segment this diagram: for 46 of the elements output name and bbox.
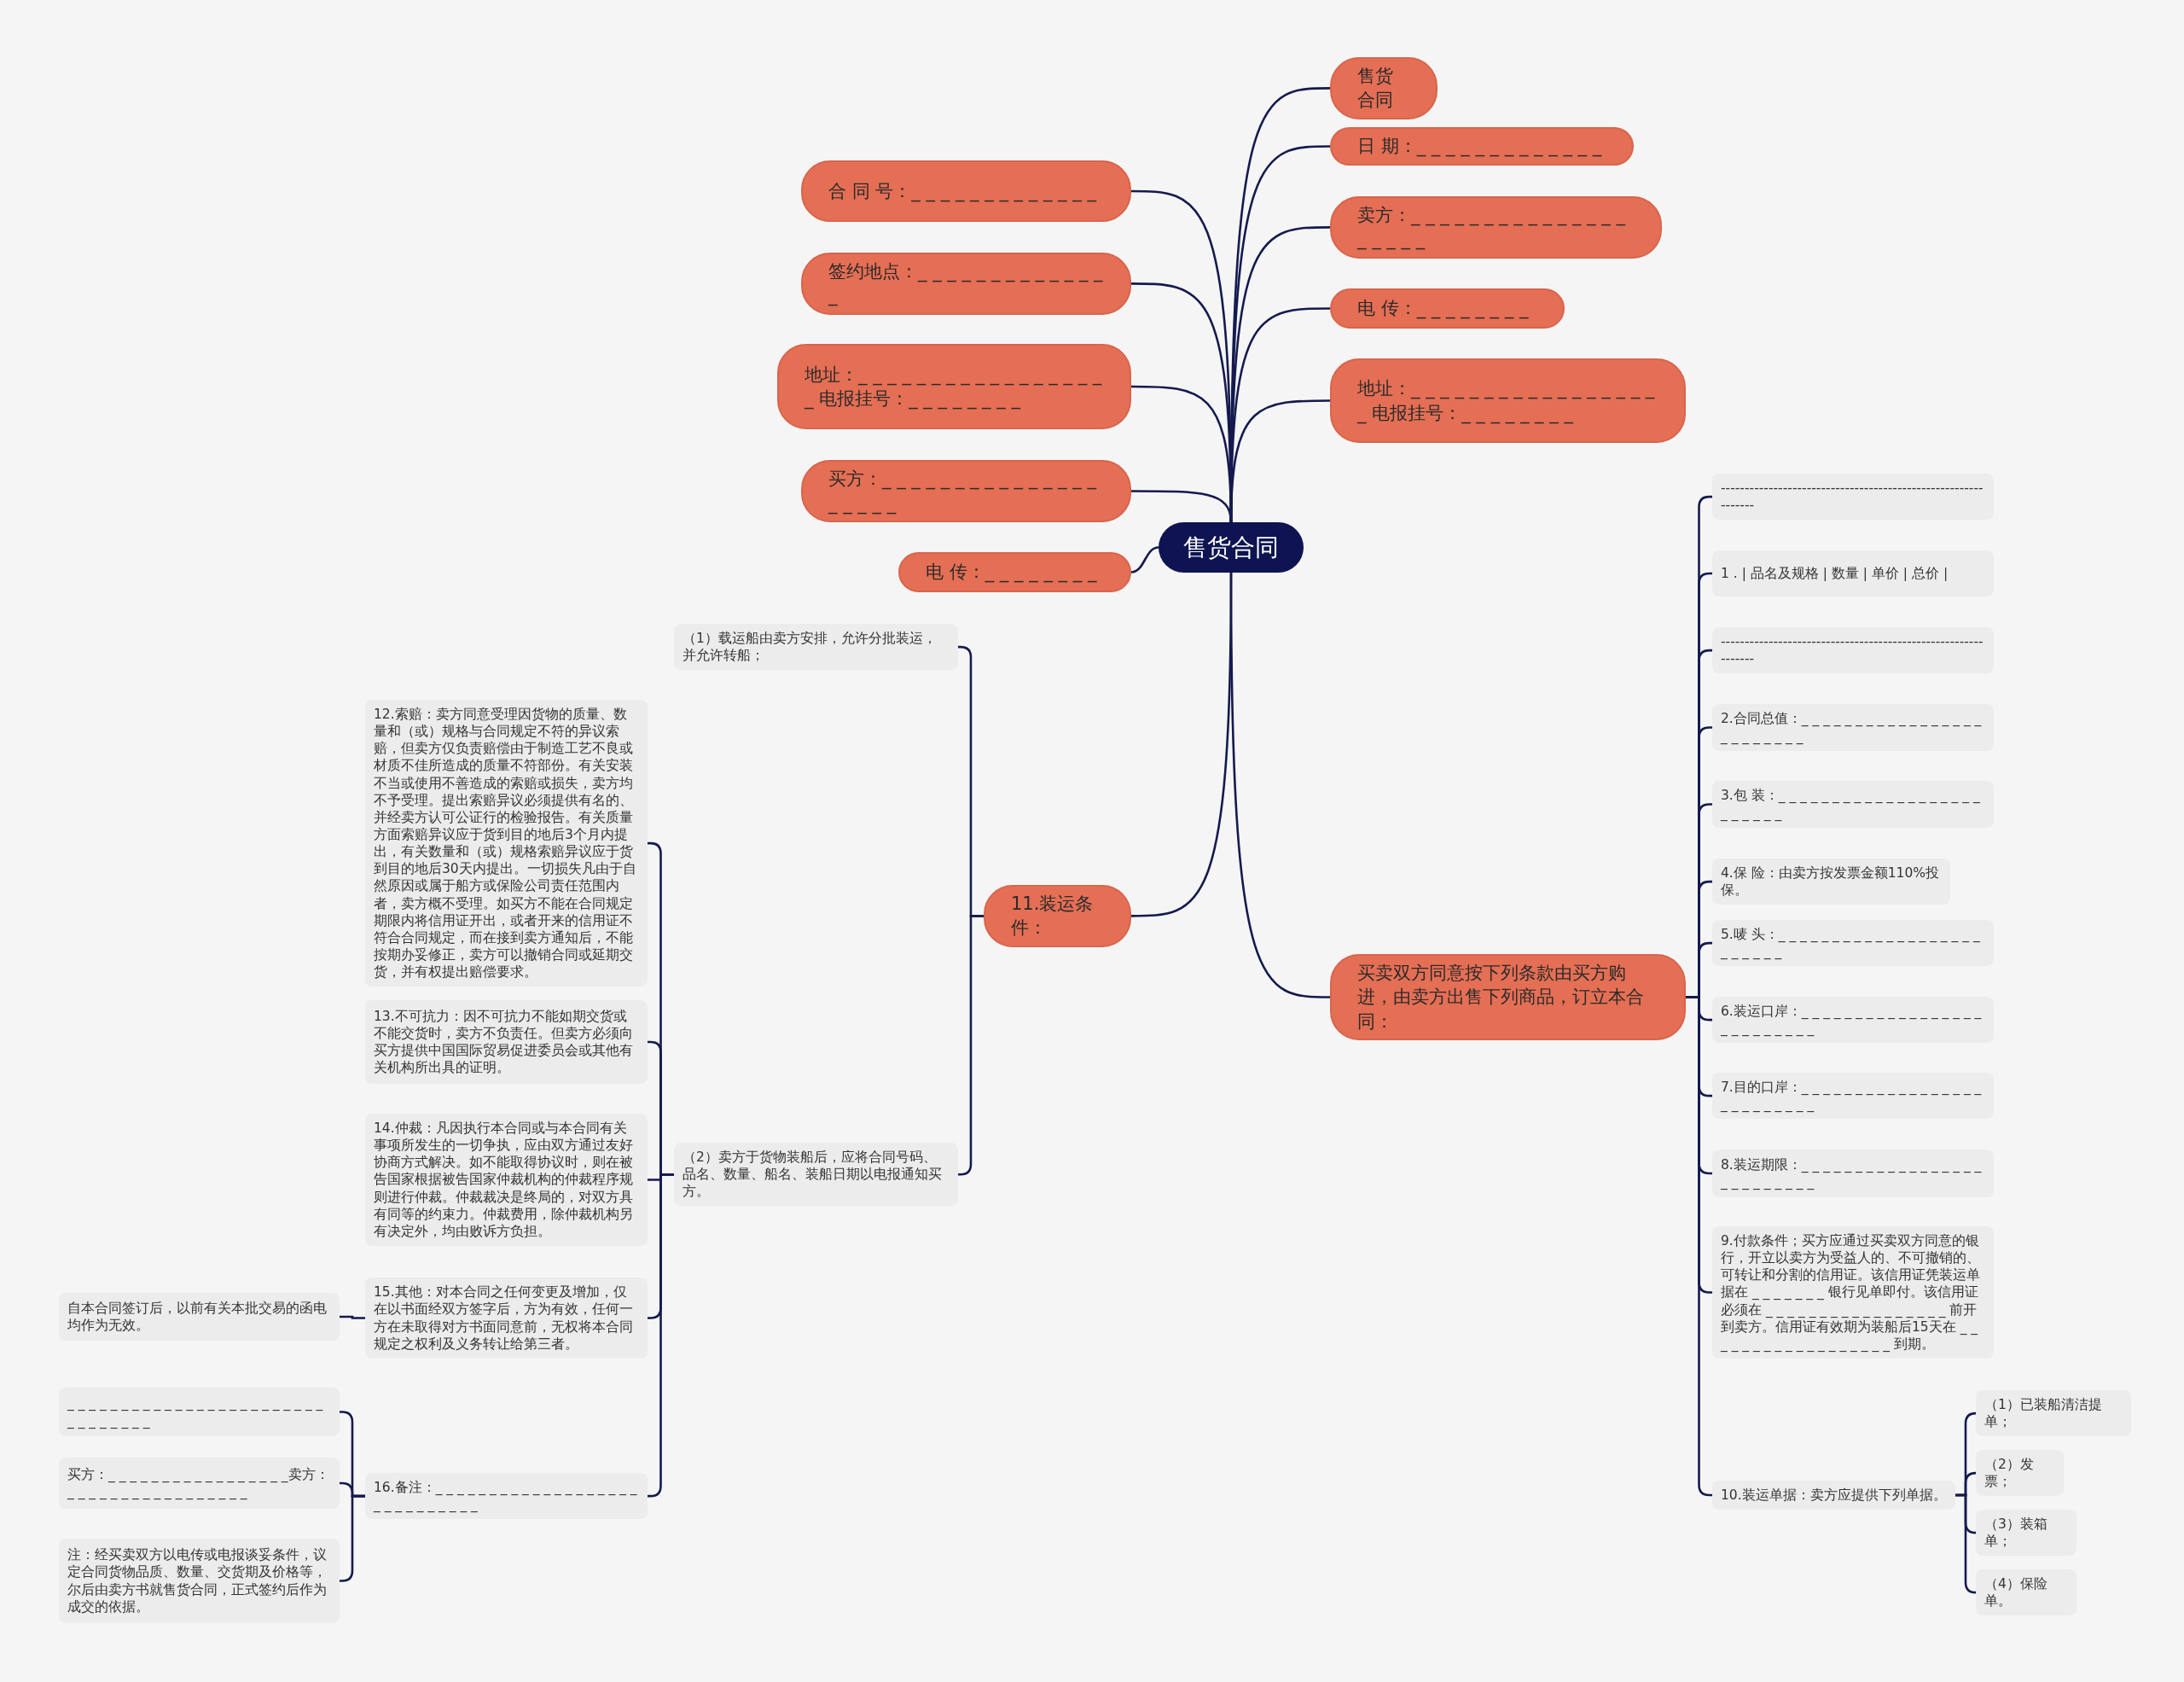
note-box: 9.付款条件；买方应通过买卖双方同意的银行，开立以卖方为受益人的、不可撤销的、可转让和分割的信用证。该信用证凭装运单据在 _ _ _ _ _ _ _ 银行见单即付。该信用证必须在 _ _ _ _ _ _ _ _ _ _ _ _ _ _ _ _ _ 前开到卖方。信用证有效期为装船后15天在 _ _ _ _ _ _ _ _ _ _ _ _ _ _ _ _ _ _ 到期。: [1712, 1226, 1994, 1359]
topic-box: 电 传：_ _ _ _ _ _ _ _: [898, 552, 1131, 592]
note-box: （2）发票；: [1976, 1450, 2064, 1497]
topic-box: 地址：_ _ _ _ _ _ _ _ _ _ _ _ _ _ _ _ _ _ 电报挂号：_ _ _ _ _ _ _ _: [1330, 358, 1686, 443]
topic-box: 签约地点：_ _ _ _ _ _ _ _ _ _ _ _ _ _: [801, 253, 1131, 315]
connector-line: [1229, 573, 1330, 998]
note-box: --------------------------------------------------------------: [1712, 627, 1994, 674]
note-box: 14.仲裁：凡因执行本合同或与本合同有关事项所发生的一切争执，应由双方通过友好协商方式解决。如不能取得协议时，则在被告国家根据被告国家仲裁机构的仲裁程序规则进行仲裁。仲裁裁决是终局的，对双方具有同等的约束力。仲裁费用，除仲裁机构另有决定外，均由败诉方负担。: [365, 1114, 648, 1246]
connector-line: [1131, 490, 1233, 523]
note-box: 8.装运期限：_ _ _ _ _ _ _ _ _ _ _ _ _ _ _ _ _ _ _ _ _ _ _ _ _ _: [1712, 1149, 1994, 1197]
topic-box: 合 同 号：_ _ _ _ _ _ _ _ _ _ _ _ _: [801, 160, 1131, 222]
topic-box: 售货合同: [1330, 57, 1438, 119]
note-box: （3）装箱单；: [1976, 1510, 2077, 1557]
note-box: 6.装运口岸：_ _ _ _ _ _ _ _ _ _ _ _ _ _ _ _ _ _ _ _ _ _ _ _ _ _: [1712, 997, 1994, 1044]
note-box: 3.包 装：_ _ _ _ _ _ _ _ _ _ _ _ _ _ _ _ _ _ _ _ _ _ _ _ _: [1712, 781, 1994, 828]
topic-box: 11.装运条件：: [984, 885, 1131, 947]
note-box: 4.保 险：由卖方按发票金额110%投保。: [1712, 858, 1950, 905]
note-box: 注：经买卖双方以电传或电报谈妥条件，议定合同货物品质、数量、交货期及价格等，尔后由卖方书就售货合同，正式签约后作为成交的依据。: [59, 1539, 340, 1623]
topic-box: 卖方：_ _ _ _ _ _ _ _ _ _ _ _ _ _ _ _ _ _ _ _: [1330, 196, 1662, 259]
topic-box: 买卖双方同意按下列条款由买方购进，由卖方出售下列商品，订立本合同：: [1330, 954, 1686, 1041]
note-box: 12.索赔：卖方同意受理因货物的质量、数量和（或）规格与合同规定不符的异议索赔，但卖方仅负责赔偿由于制造工艺不良或材质不佳所造成的质量不符部份。有关安装不当或使用不善造成的索赔或损失，卖方均不予受理。提出索赔异议必须提供有名的、并经卖方认可公证行的检验报告。有关质量方面索赔异议应于货到目的地后3个月内提出，有关数量和（或）规格索赔异议应于货到目的地后30天内提出。一切损失凡由于自然原因或属于船方或保险公司责任范围内者，卖方概不受理。如买方不能在合同规定期限内将信用证开出，或者开来的信用证不符合合同规定，而在接到卖方通知后，不能按期办妥修正，卖方可以撤销合同或延期交货，并有权提出赔偿要求。: [365, 700, 648, 987]
note-box: （4）保险单。: [1976, 1569, 2077, 1616]
note-box: （2）卖方于货物装船后，应将合同号码、品名、数量、船名、装船日期以电报通知买方。: [674, 1143, 958, 1207]
note-box: 自本合同签订后，以前有关本批交易的函电均作为无效。: [59, 1293, 340, 1341]
note-box: --------------------------------------------------------------: [1712, 474, 1994, 521]
note-box: 1 . | 品名及规格 | 数量 | 单价 | 总价 |: [1712, 550, 1994, 597]
note-box: 7.目的口岸：_ _ _ _ _ _ _ _ _ _ _ _ _ _ _ _ _ _ _ _ _ _ _ _ _ _: [1712, 1073, 1994, 1120]
note-box: 2.合同总值：_ _ _ _ _ _ _ _ _ _ _ _ _ _ _ _ _ _ _ _ _ _ _ _ _: [1712, 704, 1994, 751]
note-box: （1）已装船清洁提单；: [1976, 1390, 2131, 1437]
topic-box: 买方：_ _ _ _ _ _ _ _ _ _ _ _ _ _ _ _ _ _ _ _: [801, 460, 1131, 522]
topic-box: 日 期：_ _ _ _ _ _ _ _ _ _ _ _ _: [1330, 127, 1634, 166]
note-box: 16.备注：_ _ _ _ _ _ _ _ _ _ _ _ _ _ _ _ _ _ _ _ _ _ _ _ _ _ _ _ _: [365, 1473, 648, 1520]
connector-line: [1955, 1493, 1978, 1594]
note-box: （1）载运船由卖方安排，允许分批装运，并允许转船；: [674, 624, 958, 671]
topic-box: 地址：_ _ _ _ _ _ _ _ _ _ _ _ _ _ _ _ _ _ 电报挂号：_ _ _ _ _ _ _ _: [777, 344, 1131, 429]
note-box: 买方：_ _ _ _ _ _ _ _ _ _ _ _ _ _ _ _ _卖方：_ _ _ _ _ _ _ _ _ _ _ _ _ _ _ _ _: [59, 1458, 340, 1509]
note-box: 13.不可抗力：因不可抗力不能如期交货或不能交货时，卖方不负责任。但卖方必须向买方提供中国国际贸易促进委员会或其他有关机构所出具的证明。: [365, 1000, 648, 1084]
note-box: _ _ _ _ _ _ _ _ _ _ _ _ _ _ _ _ _ _ _ _ _ _ _ _ _ _ _ _ _ _ _ _: [59, 1388, 340, 1436]
note-box: 10.装运单据：卖方应提供下列单据。: [1712, 1481, 1955, 1510]
connector-line: [340, 1315, 365, 1319]
central-topic: 售货合同: [1159, 522, 1304, 573]
note-box: 15.其他：对本合同之任何变更及增加，仅在以书面经双方签字后，方为有效，任何一方在未取得对方书面同意前，无权将本合同规定之权利及义务转让给第三者。: [365, 1278, 648, 1359]
topic-box: 电 传：_ _ _ _ _ _ _ _: [1330, 288, 1565, 329]
note-box: 5.唛 头：_ _ _ _ _ _ _ _ _ _ _ _ _ _ _ _ _ _ _ _ _ _ _ _ _: [1712, 920, 1994, 967]
connector-line: [648, 1173, 674, 1498]
connector-line: [1130, 546, 1159, 573]
